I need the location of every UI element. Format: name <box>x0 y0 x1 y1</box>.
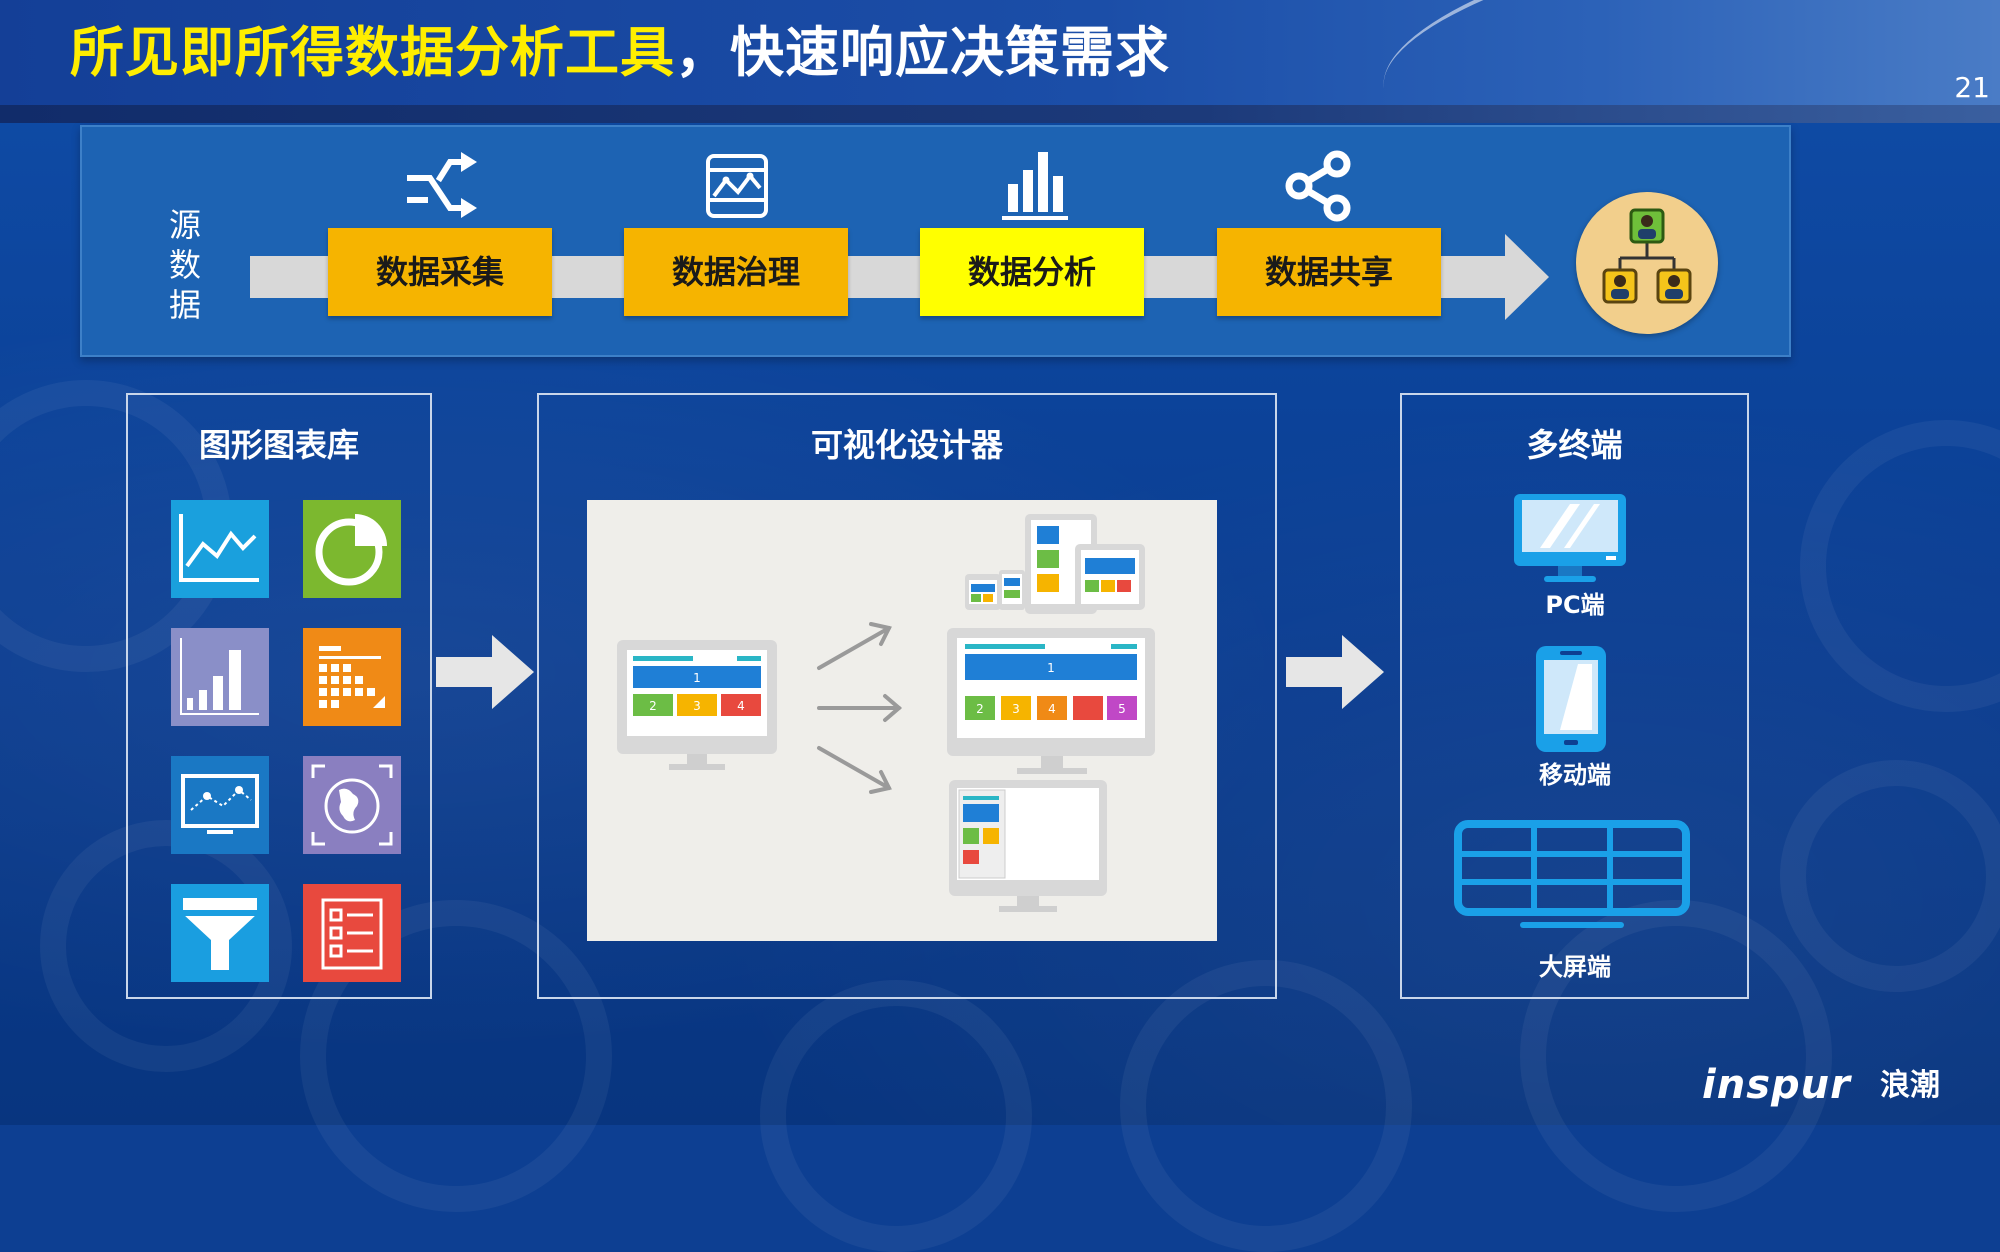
terminals-panel: 多终端 <box>1400 393 1749 999</box>
slide-title-highlight: 所见即所得数据分析工具 <box>70 21 675 84</box>
visual-designer-title: 可视化设计器 <box>810 426 1003 464</box>
block-label: 4 <box>1048 702 1056 716</box>
terminal-mobile-label: 移动端 <box>1539 761 1611 789</box>
source-monitor: 1 2 3 4 <box>617 640 777 770</box>
source-label-char: 据 <box>168 286 201 324</box>
target-split-monitor <box>949 780 1107 912</box>
stage-data-governance[interactable]: 数据治理 <box>624 228 848 316</box>
block-label: 5 <box>1118 702 1126 716</box>
block-label: 1 <box>1047 661 1055 675</box>
stage-data-sharing[interactable]: 数据共享 <box>1217 228 1441 316</box>
source-label-char: 源 <box>168 206 201 244</box>
arrow-right-icon <box>436 635 534 709</box>
title-bar-underline <box>0 105 2000 123</box>
title-bar <box>0 0 2000 105</box>
page-number: 21 <box>1954 71 1990 104</box>
slide-title-rest: ，快速响应决策需求 <box>675 21 1170 84</box>
block-label: 3 <box>1012 702 1020 716</box>
block-label: 2 <box>976 702 984 716</box>
source-data-label: 源 数 据 <box>160 205 210 325</box>
terminals-title: 多终端 <box>1526 426 1623 464</box>
inspur-logo: inspur <box>1702 1062 1851 1108</box>
video-wall-icon[interactable] <box>1454 820 1690 932</box>
org-chart-icon <box>1602 208 1692 304</box>
chart-library-title: 图形图表库 <box>198 426 359 464</box>
table-icon[interactable] <box>303 628 401 726</box>
slide-title: 所见即所得数据分析工具，快速响应决策需求 <box>70 18 1170 88</box>
target-multi-device <box>965 514 1145 614</box>
list-icon[interactable] <box>303 884 401 982</box>
line-chart-icon[interactable] <box>171 500 269 598</box>
pie-chart-icon[interactable] <box>303 500 401 598</box>
block-label: 1 <box>693 671 701 685</box>
pipeline-arrow-head <box>1505 234 1549 320</box>
stage-data-analysis[interactable]: 数据分析 <box>920 228 1144 316</box>
inspur-logo-cn: 浪潮 <box>1880 1068 1940 1103</box>
share-icon <box>1285 150 1351 222</box>
funnel-icon[interactable] <box>171 884 269 982</box>
source-label-char: 数 <box>168 246 201 284</box>
block-label: 4 <box>737 699 745 713</box>
globe-icon[interactable] <box>303 756 401 854</box>
stage-data-collection[interactable]: 数据采集 <box>328 228 552 316</box>
bar-chart-icon[interactable] <box>171 628 269 726</box>
map-icon[interactable] <box>171 756 269 854</box>
chart-library-panel: 图形图表库 <box>126 393 432 999</box>
shuffle-icon <box>407 152 477 218</box>
block-label: 3 <box>693 699 701 713</box>
designer-canvas[interactable]: 1 2 3 4 <box>587 500 1217 941</box>
terminal-bigscreen-label: 大屏端 <box>1539 953 1611 981</box>
target-large-monitor: 1 2 3 4 5 <box>947 628 1155 774</box>
decision-makers <box>1576 192 1718 334</box>
terminal-pc-label: PC端 <box>1545 591 1605 619</box>
phone-icon[interactable] <box>1534 644 1608 754</box>
chart-window-icon <box>706 154 768 218</box>
monitor-icon[interactable] <box>1510 490 1630 586</box>
arrow-right-icon <box>1286 635 1384 709</box>
bar-chart-icon <box>1002 152 1068 220</box>
block-label: 2 <box>649 699 657 713</box>
visual-designer-panel: 可视化设计器 <box>537 393 1277 999</box>
designer-illustration: 1 2 3 4 <box>617 514 1155 912</box>
